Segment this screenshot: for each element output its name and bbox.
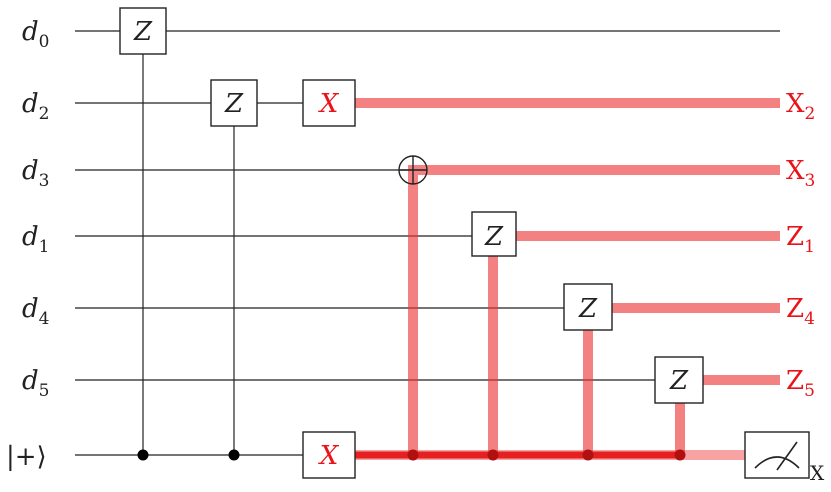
gate-label: X: [318, 441, 340, 471]
qubit-label-d2: d2: [22, 89, 49, 124]
qubit-label-d0: d0: [22, 17, 49, 52]
gate-label: Z: [224, 89, 244, 119]
control-dot-1: [137, 449, 149, 461]
gate-z-d5: Z: [654, 356, 704, 404]
junction-3: [582, 449, 594, 461]
control-dot-2: [228, 449, 240, 461]
gate-x-d2: X: [302, 79, 356, 127]
gate-z-d0: Z: [119, 7, 167, 55]
gate-z-d2: Z: [210, 79, 258, 127]
gate-label: Z: [133, 17, 153, 47]
qubit-label-d3: d3: [22, 156, 49, 191]
output-label-x2: X2: [786, 89, 815, 124]
gate-z-d4: Z: [563, 283, 613, 331]
measurement-meter: X: [744, 431, 825, 485]
output-label-z5: Z5: [786, 366, 815, 401]
gate-z-d1: Z: [471, 211, 517, 257]
qubit-label-d1: d1: [22, 222, 49, 257]
output-label-z1: Z1: [786, 222, 815, 257]
gate-label: Z: [484, 222, 504, 252]
qubit-label-d5: d5: [22, 366, 49, 401]
junction-1: [407, 449, 419, 461]
qubit-label-d4: d4: [22, 294, 49, 329]
gate-label: Z: [669, 366, 689, 396]
cnot-target: [398, 155, 428, 185]
measurement-basis: X: [810, 461, 825, 485]
ancilla-label: |+⟩: [6, 442, 47, 472]
junction-2: [487, 449, 499, 461]
gate-label: X: [318, 89, 340, 119]
qubit-labels: d0 d2 d3 d1 d4 d5 |+⟩: [6, 17, 49, 472]
output-label-z4: Z4: [786, 294, 815, 329]
qubit-wires: [75, 30, 780, 456]
output-labels: X2 X3 Z1 Z4 Z5: [786, 89, 815, 401]
junction-4: [674, 449, 686, 461]
gate-label: Z: [578, 294, 598, 324]
control-lines: [137, 53, 240, 461]
output-label-x3: X3: [786, 156, 815, 191]
path-z1: [488, 231, 780, 455]
gate-x-ancilla: X: [302, 431, 356, 479]
